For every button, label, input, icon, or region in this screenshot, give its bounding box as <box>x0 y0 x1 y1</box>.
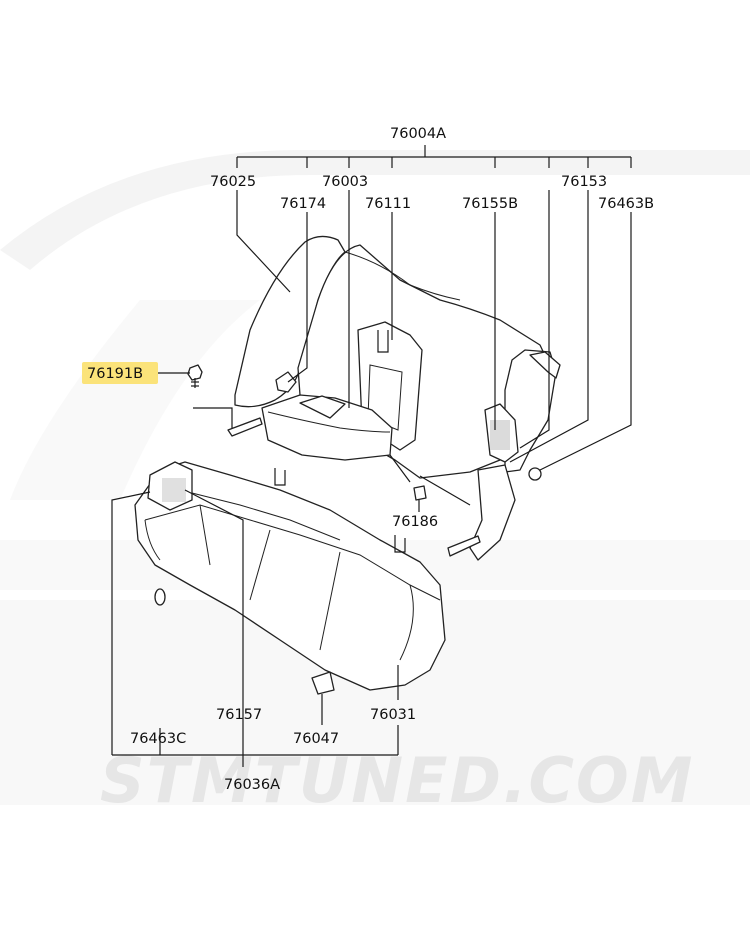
watermark-text: STMTUNED.COM <box>100 744 694 817</box>
seat-back <box>227 235 561 561</box>
label-76186[interactable]: 76186 <box>392 514 438 530</box>
label-76157[interactable]: 76157 <box>216 707 262 723</box>
label-76174[interactable]: 76174 <box>280 196 326 212</box>
label-76111[interactable]: 76111 <box>365 196 411 212</box>
label-76004A[interactable]: 76004A <box>390 126 446 142</box>
label-76153[interactable]: 76153 <box>561 174 607 190</box>
label-76191B[interactable]: 76191B <box>87 366 143 382</box>
highlight-76191B <box>82 362 158 384</box>
label-76047[interactable]: 76047 <box>293 731 339 747</box>
bolt-76191B <box>187 364 233 428</box>
label-76036A[interactable]: 76036A <box>224 777 280 793</box>
part-labels: 76004A 76025 76003 76174 76111 76155B 76… <box>82 126 654 793</box>
label-76463C[interactable]: 76463C <box>130 731 186 747</box>
label-76155B[interactable]: 76155B <box>462 196 518 212</box>
label-76031[interactable]: 76031 <box>370 707 416 723</box>
seat-cushion <box>134 461 446 695</box>
leader-lines <box>111 145 632 767</box>
watermark: STMTUNED.COM <box>0 150 750 817</box>
label-76025[interactable]: 76025 <box>210 174 256 190</box>
label-76463B[interactable]: 76463B <box>598 196 654 212</box>
label-76003[interactable]: 76003 <box>322 174 368 190</box>
